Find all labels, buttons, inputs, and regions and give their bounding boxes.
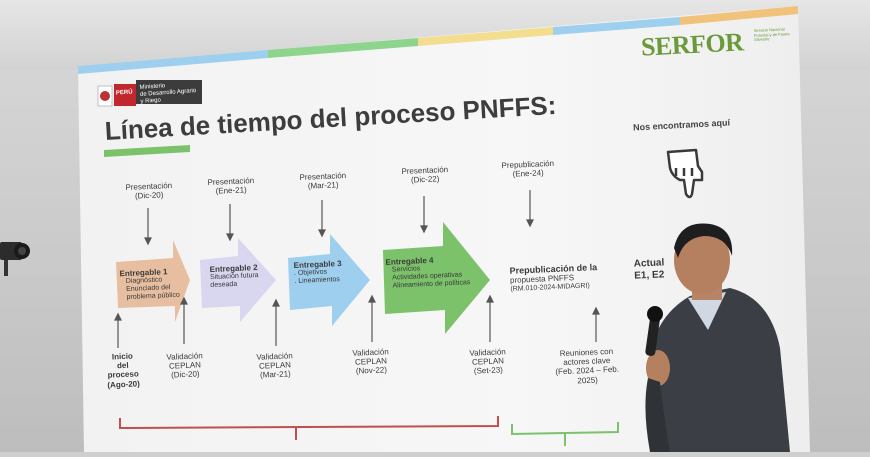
prepublication-block: Prepublicación de la propuesta PNFFS (RM… <box>509 262 598 293</box>
serfor-logo: SERFOR <box>640 27 745 62</box>
coat-of-arms-icon <box>100 91 110 101</box>
pointing-hand-icon <box>666 148 704 199</box>
top-event-4: Presentación(Dic-22) <box>401 164 449 185</box>
stage-1: Entregable 1 Diagnóstico Enunciado del p… <box>119 267 180 302</box>
peru-label: PERÚ <box>115 89 133 97</box>
title-underline <box>104 145 190 157</box>
strip-green <box>268 38 418 58</box>
top-event-2: Presentación(Ene-21) <box>207 175 255 196</box>
strip-blue <box>78 50 268 74</box>
stage-4: Entregable 4 Servicios Actividades opera… <box>385 255 471 290</box>
stage-arrow-3 <box>288 234 370 326</box>
strip-yellow <box>418 27 553 46</box>
serfor-subtitle: Servicio Nacional Forestal y de Fauna Si… <box>753 26 790 43</box>
top-event-3: Presentación(Mar-21) <box>299 170 347 191</box>
stage-arrow-1 <box>116 240 190 322</box>
top-event-5: Prepublicación(Ene-24) <box>501 158 555 179</box>
stage-2: Entregable 2 Situación futura deseada <box>209 262 259 290</box>
bracket-red <box>119 416 499 430</box>
stage-arrow-2 <box>200 238 276 322</box>
stage-arrow-4 <box>383 222 490 334</box>
top-event-1: Presentación(Dic-20) <box>125 180 173 201</box>
camera-device <box>0 236 32 276</box>
presenter <box>630 218 800 452</box>
projection-screen: Ministerio de Desarrollo Agrario y Riego… <box>78 0 810 452</box>
ministry-name: Ministerio de Desarrollo Agrario y Riego <box>139 83 197 105</box>
stage-3: Entregable 3 . Objetivos . Lineamientos <box>293 258 342 286</box>
